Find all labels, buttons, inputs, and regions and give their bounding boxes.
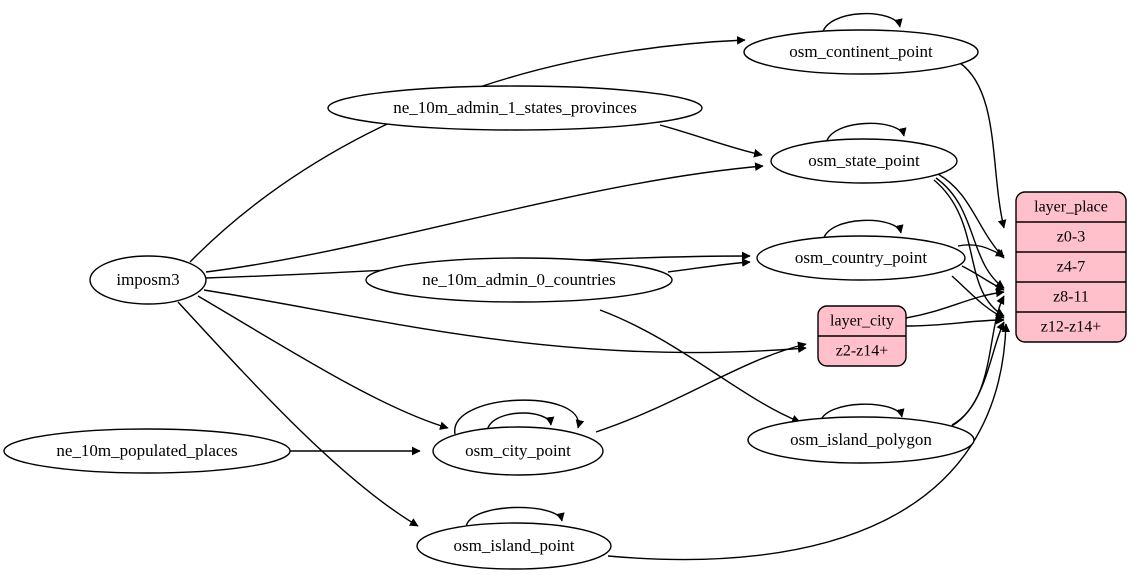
node-osm-continent-point-label: osm_continent_point [789,42,933,61]
edge-osm-country-point-to-layer-place-z12 [951,275,1005,319]
record-layer-place-row-z0-3[interactable]: z0-3 [1057,229,1085,246]
node-imposm3[interactable]: imposm3 [89,255,207,305]
edges-layer [177,12,1011,561]
edge-osm-country-point-to-layer-place-z4-7 [957,244,1005,257]
node-ne-places-label: ne_10m_populated_places [56,441,237,460]
node-ne-10m-admin-0-countries[interactable]: ne_10m_admin_0_countries [365,257,673,303]
node-osm-island-point[interactable]: osm_island_point [416,522,612,570]
record-node-layer-city[interactable]: layer_city z2-z14+ [817,305,907,367]
edge-imposm3-to-osm-continent-point [189,36,746,263]
edge-layer-city-to-layer-place-z8-11 [905,288,1005,319]
edge-osm-state-point-to-layer-place-z12 [933,179,1005,317]
edge-osm-state-point-to-layer-place-z8-11 [935,177,1005,289]
node-osm-city-point[interactable]: osm_city_point [432,426,604,476]
record-layer-place-row-z12-z14[interactable]: z12-z14+ [1041,319,1102,336]
edge-layer-city-to-layer-place-z12 [905,315,1005,327]
edge-osm-island-polygon-to-layer-place-z8-11 [951,295,1005,426]
node-osm-country-point-label: osm_country_point [795,248,927,267]
edge-osm-island-point-to-layer-place-z12 [607,323,1011,561]
edge-osm-continent-point-to-layer-place-z0-3 [959,62,1007,229]
edge-self-loop-osm-continent-point [821,12,903,36]
node-ne-countries-label: ne_10m_admin_0_countries [422,270,616,289]
edge-imposm3-to-osm-city-point [197,295,449,430]
node-ne-10m-admin-1-states-provinces[interactable]: ne_10m_admin_1_states_provinces [327,85,703,131]
record-layer-city-row-z2-z14[interactable]: z2-z14+ [836,343,889,360]
node-osm-island-polygon[interactable]: osm_island_polygon [747,416,975,464]
edge-self-loop-osm-state-point [825,122,907,145]
edge-outer-loop-osm-city-point [454,399,585,435]
edge-osm-city-point-to-layer-city [595,341,807,433]
edge-ne-countries-to-osm-country-point [667,258,751,273]
edge-ne-states-to-osm-state-point [659,124,763,158]
node-osm-island-point-label: osm_island_point [454,536,575,555]
edge-self-loop-osm-country-point [822,219,904,242]
edge-osm-island-polygon-to-layer-place-z12 [947,321,1005,429]
edge-to-osm-island-polygon [599,309,801,424]
edge-self-loop-osm-island-point [465,506,565,528]
node-osm-state-point[interactable]: osm_state_point [770,138,958,184]
record-layer-place-title: layer_place [1034,199,1108,216]
record-layer-place-row-z8-11[interactable]: z8-11 [1053,289,1089,306]
node-osm-state-point-label: osm_state_point [808,151,920,170]
edge-imposm3-to-layer-city [203,289,807,354]
edge-imposm3-to-osm-island-point [177,301,419,527]
node-ne-10m-populated-places[interactable]: ne_10m_populated_places [3,428,291,474]
node-ne-states-label: ne_10m_admin_1_states_provinces [393,98,637,117]
node-imposm3-label: imposm3 [116,270,179,289]
edge-self-loop-osm-city-point [486,412,555,433]
edge-imposm3-to-osm-state-point [205,162,764,273]
edge-osm-state-point-to-layer-place-z4-7 [937,173,1005,259]
nodes-layer: imposm3 ne_10m_admin_1_states_provinces … [3,29,1127,570]
record-layer-place-row-z4-7[interactable]: z4-7 [1057,259,1085,276]
node-osm-city-point-label: osm_city_point [465,441,571,460]
record-node-layer-place[interactable]: layer_place z0-3 z4-7 z8-11 z12-z14+ [1015,191,1127,343]
record-layer-city-title: layer_city [830,313,894,330]
edge-osm-country-point-to-layer-place-z8-11 [961,265,1005,291]
node-osm-continent-point[interactable]: osm_continent_point [743,29,979,75]
node-osm-country-point[interactable]: osm_country_point [756,235,966,281]
node-osm-island-polygon-label: osm_island_polygon [790,430,932,449]
edge-self-loop-osm-island-polygon [819,403,905,424]
